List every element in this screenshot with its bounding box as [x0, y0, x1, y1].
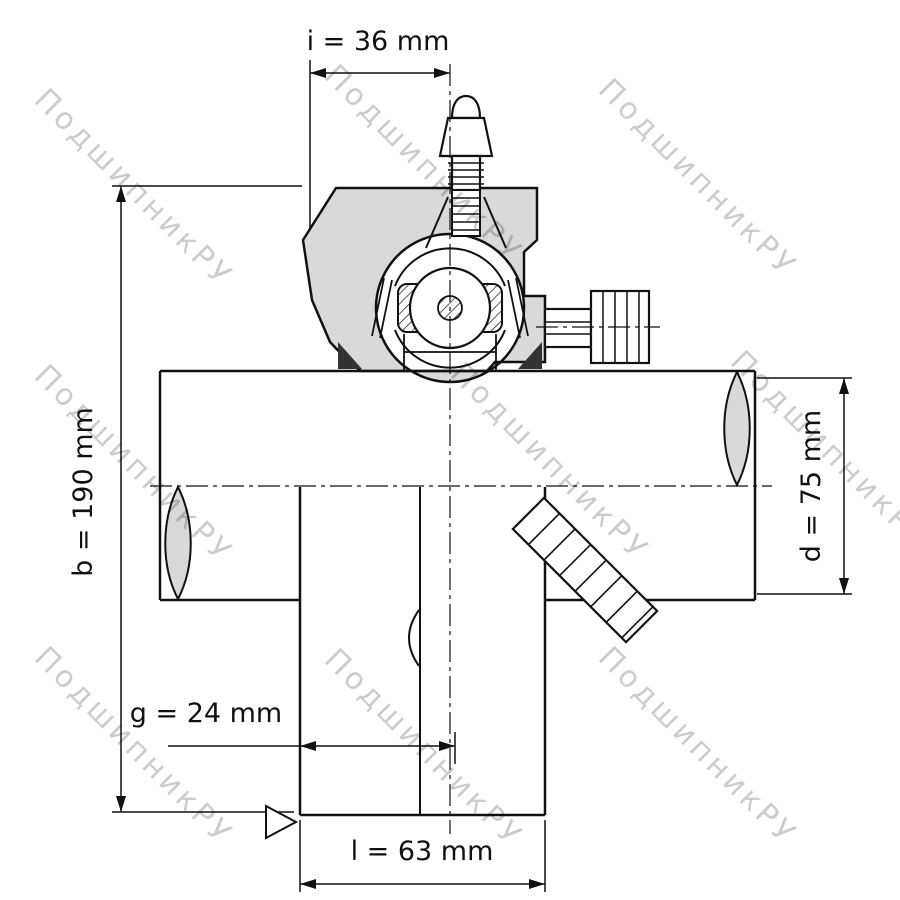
- dimension-d-label: d = 75 mm: [796, 410, 827, 562]
- shaft-break-left: [164, 484, 192, 602]
- threaded-stud: [511, 496, 659, 644]
- dimension-g: g = 24 mm: [130, 698, 456, 764]
- grease-fitting: [438, 94, 494, 237]
- flinger-right: [518, 342, 542, 369]
- dimension-l-label: l = 63 mm: [351, 836, 494, 867]
- grease-fitting-tip: [450, 94, 482, 120]
- set-screw: [543, 289, 651, 365]
- dimension-b-label: b = 190 mm: [68, 407, 99, 577]
- dimension-b: b = 190 mm: [68, 185, 302, 813]
- surface-finish-icon: [265, 804, 299, 840]
- dimension-l: l = 63 mm: [299, 820, 546, 892]
- shaft-break-right: [723, 369, 751, 488]
- shaft: [158, 369, 757, 602]
- centerlines: [150, 64, 772, 834]
- dimension-i-label: i = 36 mm: [307, 26, 450, 57]
- dimension-d: d = 75 mm: [757, 377, 852, 595]
- bearing-housing: [301, 186, 547, 384]
- dimension-i: i = 36 mm: [307, 26, 450, 228]
- bore-relief-arc: [408, 609, 420, 667]
- flinger-left: [338, 342, 362, 369]
- dimension-g-label: g = 24 mm: [130, 698, 282, 729]
- housing-spigot: [298, 487, 547, 817]
